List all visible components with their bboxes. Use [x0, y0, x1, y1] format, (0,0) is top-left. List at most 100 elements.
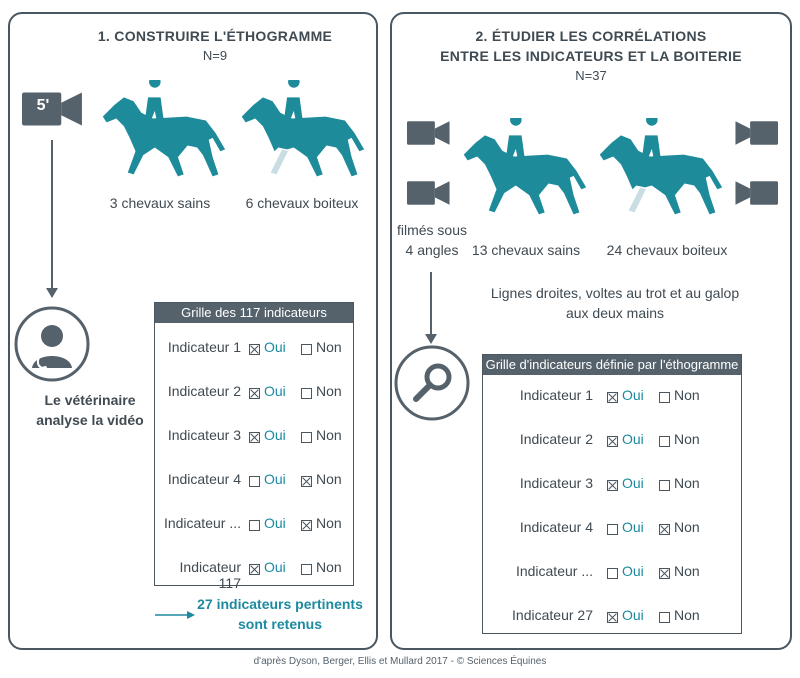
- indicator-row: Indicateur 4 Oui Non: [483, 519, 741, 539]
- non-checkbox[interactable]: [659, 524, 670, 535]
- lame-horses-caption: 24 chevaux boiteux: [606, 242, 728, 258]
- exercise-line1: Lignes droites, voltes au trot et au gal…: [490, 285, 740, 301]
- non-label: Non: [674, 475, 700, 491]
- non-checkbox[interactable]: [301, 476, 312, 487]
- oui-label: Oui: [622, 431, 644, 447]
- non-checkbox[interactable]: [301, 564, 312, 575]
- camera-duration-label: 5': [36, 97, 50, 114]
- non-label: Non: [674, 563, 700, 579]
- non-checkbox[interactable]: [659, 392, 670, 403]
- video-camera-icon: [734, 118, 778, 148]
- indicator-row: Indicateur 3 Oui Non: [155, 427, 353, 447]
- arrow-down-icon: [425, 272, 437, 344]
- non-checkbox[interactable]: [301, 344, 312, 355]
- left-indicator-grid: Grille des 117 indicateurs Indicateur 1 O…: [154, 302, 354, 591]
- horse-rider-lame-icon: [234, 80, 369, 186]
- oui-label: Oui: [264, 559, 286, 575]
- oui-checkbox[interactable]: [607, 568, 618, 579]
- right-panel-n: N=37: [575, 68, 607, 83]
- left-panel-n: N=9: [202, 48, 228, 63]
- indicator-label: Indicateur 4: [167, 471, 241, 487]
- non-checkbox[interactable]: [659, 568, 670, 579]
- horse-rider-icon: [456, 118, 591, 224]
- left-grid-title: Grille des 117 indicateurs: [155, 303, 353, 323]
- non-checkbox[interactable]: [301, 432, 312, 443]
- indicator-label: Indicateur 3: [519, 475, 593, 491]
- arrow-down-icon: [46, 140, 58, 298]
- sound-horses-caption: 13 chevaux sains: [471, 242, 581, 258]
- indicator-label: Indicateur 4: [519, 519, 593, 535]
- indicator-label: Indicateur 27: [512, 607, 593, 623]
- lame-horses-caption: 6 chevaux boiteux: [245, 195, 359, 211]
- oui-label: Oui: [622, 607, 644, 623]
- oui-label: Oui: [264, 383, 286, 399]
- indicator-label: Indicateur 2: [167, 383, 241, 399]
- non-label: Non: [316, 339, 342, 355]
- oui-label: Oui: [622, 387, 644, 403]
- non-label: Non: [674, 387, 700, 403]
- non-label: Non: [674, 519, 700, 535]
- result-line1: 27 indicateurs pertinents: [197, 596, 363, 612]
- non-checkbox[interactable]: [301, 520, 312, 531]
- oui-label: Oui: [622, 563, 644, 579]
- indicator-row: Indicateur 117 Oui Non: [155, 559, 353, 591]
- indicator-label: Indicateur 1: [167, 339, 241, 355]
- oui-label: Oui: [264, 471, 286, 487]
- indicator-row: Indicateur 2 Oui Non: [483, 431, 741, 451]
- indicator-label: Indicateur 117: [179, 559, 241, 591]
- sound-horses-caption: 3 chevaux sains: [109, 195, 211, 211]
- horse-rider-icon: [95, 80, 230, 186]
- oui-checkbox[interactable]: [249, 520, 260, 531]
- exercise-line2: aux deux mains: [565, 305, 665, 321]
- indicator-label: Indicateur 3: [167, 427, 241, 443]
- magnifier-icon: [394, 345, 470, 421]
- non-label: Non: [674, 607, 700, 623]
- oui-checkbox[interactable]: [607, 480, 618, 491]
- oui-checkbox[interactable]: [607, 436, 618, 447]
- oui-label: Oui: [264, 427, 286, 443]
- oui-checkbox[interactable]: [607, 392, 618, 403]
- indicator-row: Indicateur 2 Oui Non: [155, 383, 353, 403]
- oui-label: Oui: [264, 339, 286, 355]
- non-label: Non: [316, 427, 342, 443]
- oui-label: Oui: [622, 519, 644, 535]
- oui-checkbox[interactable]: [607, 524, 618, 535]
- vet-text-line1: Le vétérinaire: [44, 392, 136, 408]
- video-camera-icon: [734, 178, 778, 208]
- indicator-row: Indicateur 27 Oui Non: [483, 607, 741, 627]
- non-label: Non: [674, 431, 700, 447]
- video-camera-icon: [407, 118, 451, 148]
- non-checkbox[interactable]: [659, 612, 670, 623]
- indicator-row: Indicateur 1 Oui Non: [483, 387, 741, 407]
- oui-checkbox[interactable]: [249, 388, 260, 399]
- vet-text-line2: analyse la vidéo: [36, 412, 144, 428]
- result-line2: sont retenus: [237, 616, 322, 632]
- indicator-row: Indicateur 3 Oui Non: [483, 475, 741, 495]
- horse-rider-lame-icon: [592, 118, 727, 224]
- oui-checkbox[interactable]: [249, 564, 260, 575]
- right-indicator-grid: Grille d'indicateurs définie par l'éthog…: [482, 354, 742, 634]
- non-label: Non: [316, 383, 342, 399]
- filmed-line2: 4 angles: [405, 242, 459, 258]
- non-checkbox[interactable]: [659, 480, 670, 491]
- oui-checkbox[interactable]: [249, 476, 260, 487]
- filmed-line1: filmés sous: [396, 222, 468, 238]
- video-camera-icon: [407, 178, 451, 208]
- oui-label: Oui: [622, 475, 644, 491]
- oui-label: Oui: [264, 515, 286, 531]
- indicator-label: Indicateur 2: [519, 431, 593, 447]
- oui-checkbox[interactable]: [249, 432, 260, 443]
- oui-checkbox[interactable]: [607, 612, 618, 623]
- non-checkbox[interactable]: [659, 436, 670, 447]
- indicator-label: Indicateur ...: [515, 563, 593, 579]
- non-label: Non: [316, 559, 342, 575]
- non-checkbox[interactable]: [301, 388, 312, 399]
- indicator-row: Indicateur 1 Oui Non: [155, 339, 353, 359]
- non-label: Non: [316, 515, 342, 531]
- right-panel-title-1: 2. ÉTUDIER LES CORRÉLATIONS: [475, 28, 707, 44]
- footer-credit: d'après Dyson, Berger, Ellis et Mullard …: [253, 656, 547, 667]
- indicator-label: Indicateur 1: [519, 387, 593, 403]
- oui-checkbox[interactable]: [249, 344, 260, 355]
